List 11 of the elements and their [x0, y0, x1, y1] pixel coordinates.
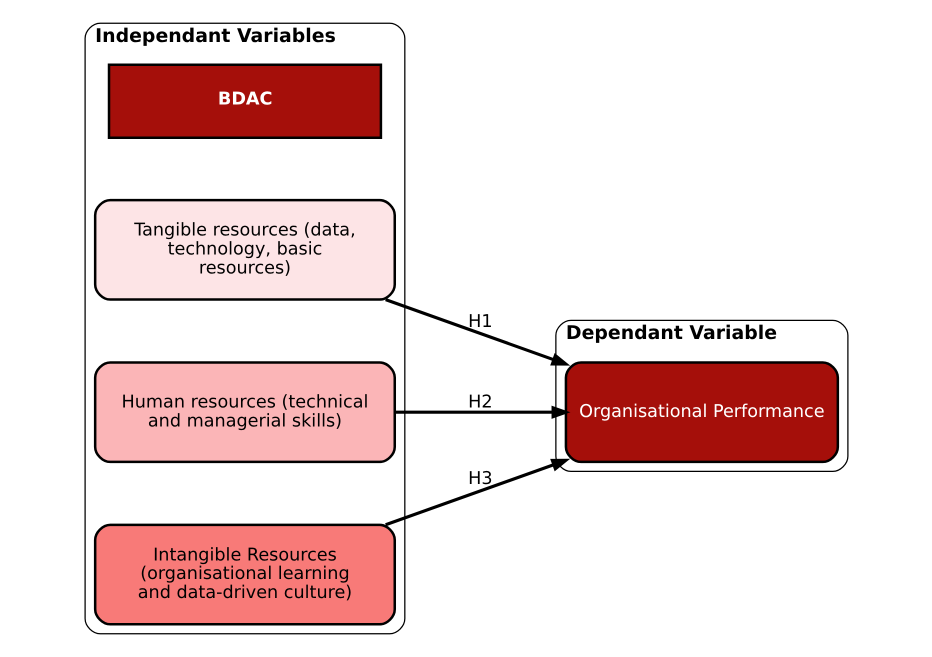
- node-box: BDAC: [107, 64, 382, 140]
- node-box: Organisational Performance: [564, 361, 839, 464]
- node-box: Tangible resources (data, technology, basic resources): [93, 198, 396, 301]
- edge-label: H1: [468, 312, 492, 332]
- node-box: Human resources (technical and managerial skills): [93, 361, 396, 464]
- arrow: [394, 406, 570, 419]
- arrow: [384, 458, 570, 526]
- node-box: Intangible Resources (organisational learning and data-driven culture): [93, 524, 396, 626]
- arrow: [384, 298, 570, 366]
- edge-label: H3: [468, 469, 492, 490]
- edge-label: H2: [468, 392, 492, 412]
